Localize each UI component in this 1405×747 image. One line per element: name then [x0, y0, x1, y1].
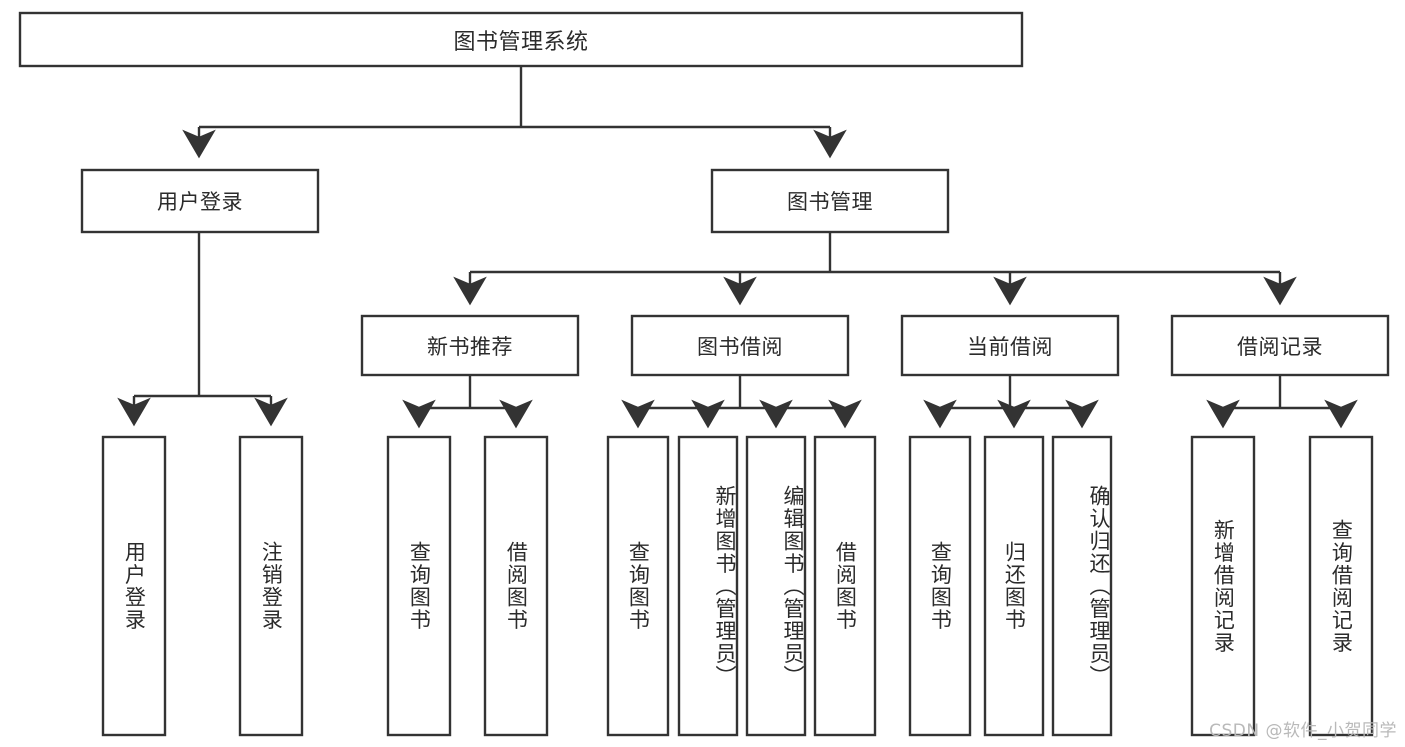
node-box-leaf-edit-book[interactable]	[745, 435, 807, 737]
connector-current-borrow-to-leaves	[923, 375, 1099, 429]
node-box-leaf-add-book[interactable]	[677, 435, 739, 737]
node-box-current-borrow[interactable]	[900, 314, 1120, 377]
node-box-leaf-query-book-2[interactable]	[606, 435, 670, 737]
connector-root-to-level2	[182, 66, 847, 159]
node-box-leaf-borrow-book-1[interactable]	[483, 435, 549, 737]
connector-borrow-record-to-leaves	[1206, 375, 1358, 429]
node-box-leaf-confirm-return[interactable]	[1051, 435, 1113, 737]
node-box-leaf-add-record[interactable]	[1190, 435, 1256, 737]
connector-user-login-to-leaves	[117, 232, 288, 427]
node-box-leaf-borrow-book-2[interactable]	[813, 435, 877, 737]
node-box-leaf-return-book[interactable]	[983, 435, 1045, 737]
node-box-book-borrow[interactable]	[630, 314, 850, 377]
connector-new-book-rec-to-leaves	[402, 375, 533, 429]
connector-book-borrow-to-leaves	[621, 375, 862, 429]
node-box-leaf-query-book-3[interactable]	[908, 435, 972, 737]
node-box-book-manage[interactable]	[710, 168, 950, 234]
node-box-leaf-query-book-1[interactable]	[386, 435, 452, 737]
connector-book-manage-to-level3	[453, 232, 1297, 306]
node-box-user-login[interactable]	[80, 168, 320, 234]
node-box-root[interactable]	[18, 11, 1024, 68]
node-box-new-book-rec[interactable]	[360, 314, 580, 377]
node-box-leaf-logout-login[interactable]	[238, 435, 304, 737]
node-box-borrow-record[interactable]	[1170, 314, 1390, 377]
node-box-leaf-query-record[interactable]	[1308, 435, 1374, 737]
csdn-watermark: CSDN @软件_小贺同学	[1209, 721, 1397, 741]
node-box-leaf-user-login[interactable]	[101, 435, 167, 737]
